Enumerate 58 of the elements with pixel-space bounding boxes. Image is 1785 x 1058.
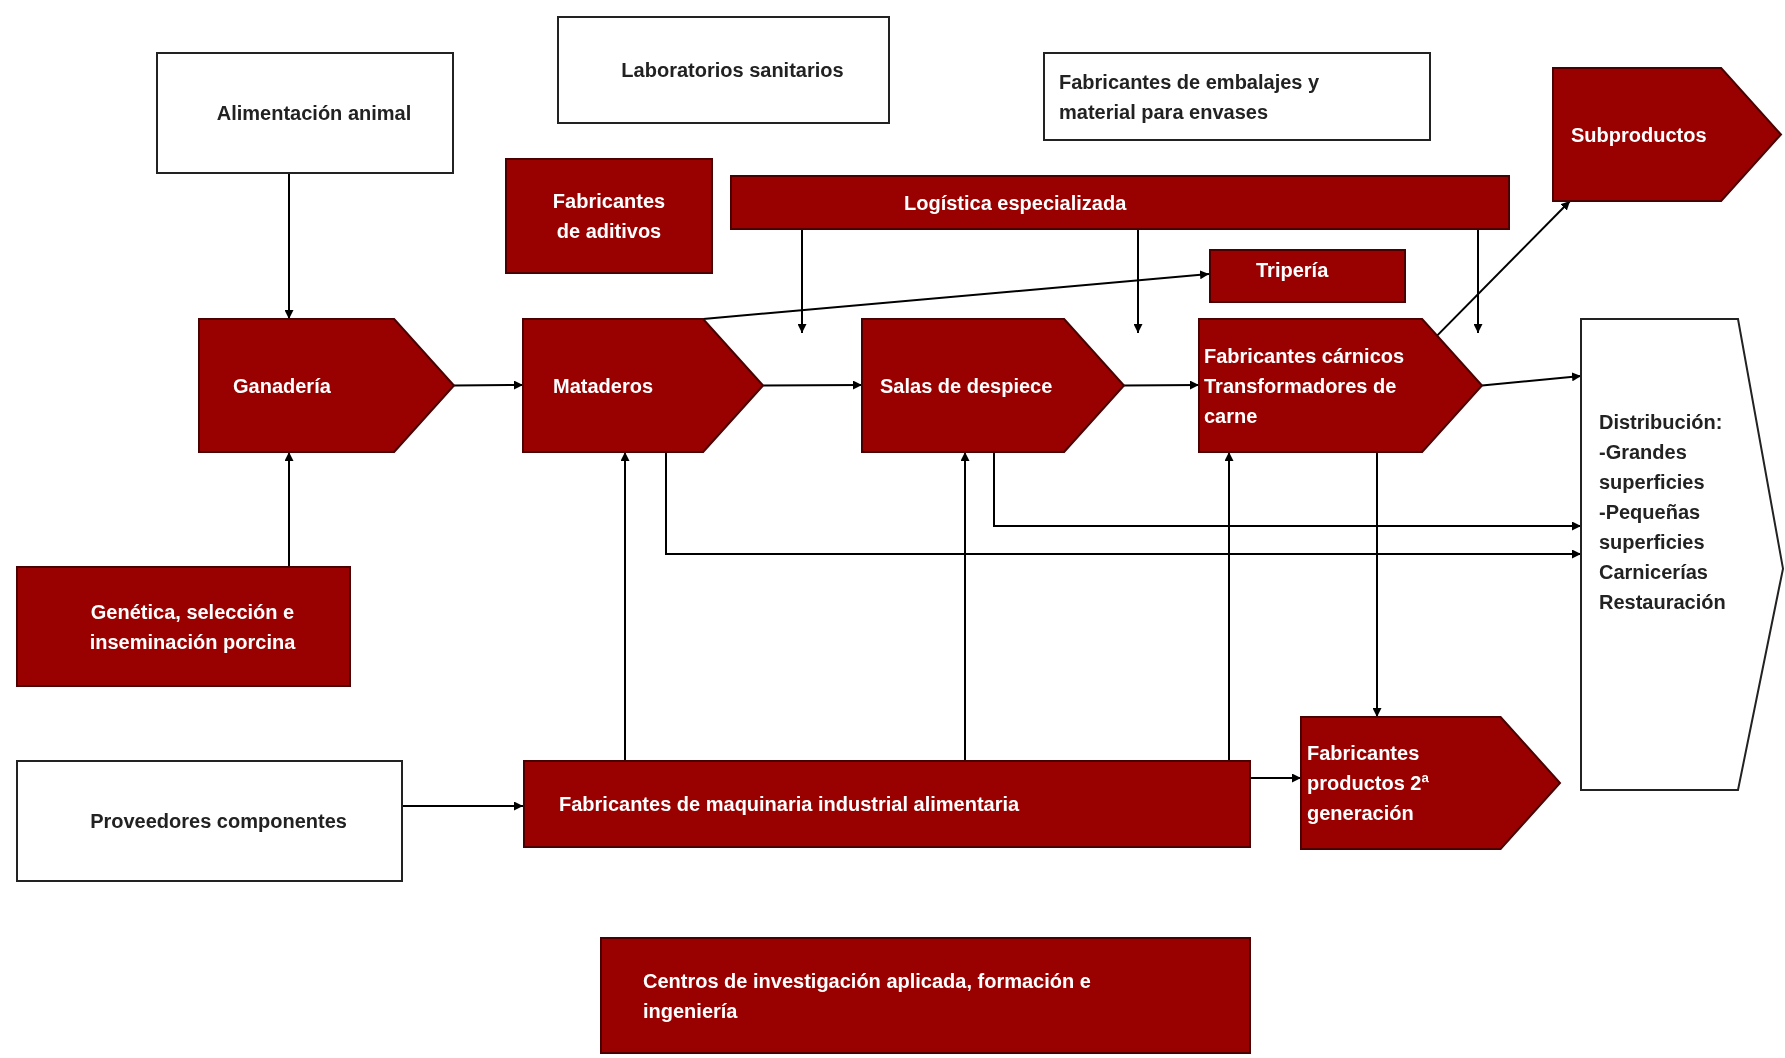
- arrow: [620, 451, 630, 761]
- arrow: [993, 451, 1582, 531]
- arrow: [284, 451, 294, 567]
- process-box: [557, 16, 890, 124]
- chevron-shape: [199, 319, 454, 452]
- chevron-shape: [1199, 319, 1482, 452]
- arrow: [284, 173, 294, 320]
- node-label: Salas de despiece: [880, 373, 1054, 399]
- node-label: Mataderos: [553, 373, 655, 399]
- arrow: [1473, 229, 1483, 334]
- node-label: Centros de investigación aplicada, formación e ingeniería: [643, 968, 1092, 1024]
- arrow: [1436, 200, 1571, 337]
- node-label: Genética, selección e inseminación porcina: [88, 599, 297, 655]
- process-box: [16, 566, 351, 687]
- process-box: [156, 52, 454, 174]
- chevron-shape: [523, 319, 763, 452]
- node-label: Ganadería: [233, 373, 332, 399]
- arrow: [665, 451, 1582, 559]
- chevron-shape: [1301, 717, 1560, 849]
- arrow: [1123, 380, 1200, 390]
- chevron-shape: [862, 319, 1124, 452]
- node-label: Subproductos: [1571, 122, 1708, 148]
- process-box: [523, 760, 1251, 848]
- node-label: Alimentación animal: [215, 101, 413, 126]
- node-label: Fabricantes de maquinaria industrial alimentaria: [559, 792, 1021, 817]
- node-label: Fabricantes de embalajes y material para envases: [1059, 69, 1321, 125]
- chevron-shape: [1553, 68, 1781, 201]
- pentagon-shape: [1581, 319, 1783, 790]
- process-box: [1209, 249, 1406, 303]
- process-box: [730, 175, 1510, 230]
- node-label: Fabricantes productos 2ª generación: [1307, 741, 1430, 826]
- process-box: [16, 760, 403, 882]
- node-label: Proveedores componentes: [89, 809, 348, 834]
- node-label: Fabricantes cárnicos: [1204, 343, 1406, 369]
- arrow: [797, 229, 807, 334]
- arrow: [1133, 229, 1143, 334]
- arrow: [702, 270, 1210, 320]
- process-box: [600, 937, 1251, 1054]
- node-label: Logística especializada: [904, 190, 1128, 216]
- arrow: [762, 380, 863, 390]
- arrow: [960, 451, 970, 761]
- process-box: [505, 158, 713, 274]
- node-label: Transformadores de carne: [1204, 373, 1398, 429]
- process-box: [1043, 52, 1431, 141]
- node-label: -Pequeñas superficies: [1599, 500, 1706, 555]
- node-label: -Grandes superficies: [1599, 440, 1706, 495]
- node-label: Carnicerías: [1599, 560, 1709, 585]
- arrow: [1481, 372, 1582, 387]
- arrow: [1250, 773, 1302, 783]
- arrow: [1372, 451, 1382, 718]
- arrow: [453, 380, 524, 390]
- node-label: Fabricantes de aditivos: [551, 189, 667, 244]
- node-label: Distribución:: [1599, 410, 1724, 435]
- node-label: Tripería: [1256, 258, 1330, 283]
- arrow: [1224, 451, 1234, 761]
- node-label: Restauración: [1599, 590, 1727, 615]
- arrow: [402, 801, 524, 811]
- node-label: Laboratorios sanitarios: [620, 58, 845, 83]
